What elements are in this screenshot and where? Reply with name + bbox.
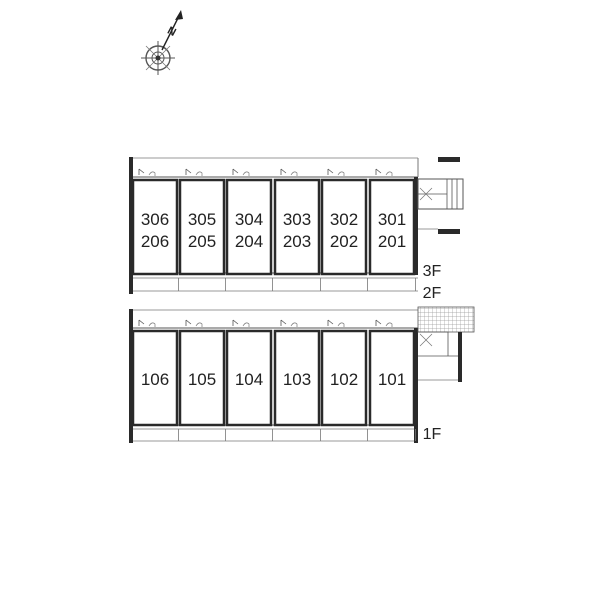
lower-floor-block: 106 105 104 103 102 101 1F (129, 306, 475, 443)
unit-101: 101 (368, 319, 416, 441)
left-end-wall (129, 157, 133, 294)
floor-label-3f: 3F (423, 263, 442, 280)
unit-105: 105 (178, 319, 226, 441)
unit-number: 104 (235, 370, 263, 389)
unit-number-top: 304 (235, 210, 263, 229)
unit-number-top: 301 (378, 210, 406, 229)
compass-north-label: N (165, 25, 178, 39)
floor-label-1f: 1F (423, 426, 442, 443)
unit-number: 105 (188, 370, 216, 389)
floor-label-2f: 2F (423, 285, 442, 302)
unit-number: 102 (330, 370, 358, 389)
unit-number-bottom: 204 (235, 232, 263, 251)
unit-number-top: 306 (141, 210, 169, 229)
compass-rose-icon: N (141, 10, 183, 75)
unit-number-bottom: 201 (378, 232, 406, 251)
unit-number-bottom: 202 (330, 232, 358, 251)
unit-number: 106 (141, 370, 169, 389)
unit-number-top: 303 (283, 210, 311, 229)
unit-106: 106 (131, 319, 179, 441)
unit-number-bottom: 203 (283, 232, 311, 251)
entrance-hatched-area (417, 306, 475, 382)
unit-number-top: 305 (188, 210, 216, 229)
unit-102: 102 (320, 319, 368, 441)
unit-104: 104 (225, 319, 273, 441)
unit-number-bottom: 206 (141, 232, 169, 251)
unit-number-bottom: 205 (188, 232, 216, 251)
unit-number: 101 (378, 370, 406, 389)
unit-number: 103 (283, 370, 311, 389)
unit-number-top: 302 (330, 210, 358, 229)
upper-staircase (417, 157, 464, 234)
unit-103: 103 (273, 319, 321, 441)
